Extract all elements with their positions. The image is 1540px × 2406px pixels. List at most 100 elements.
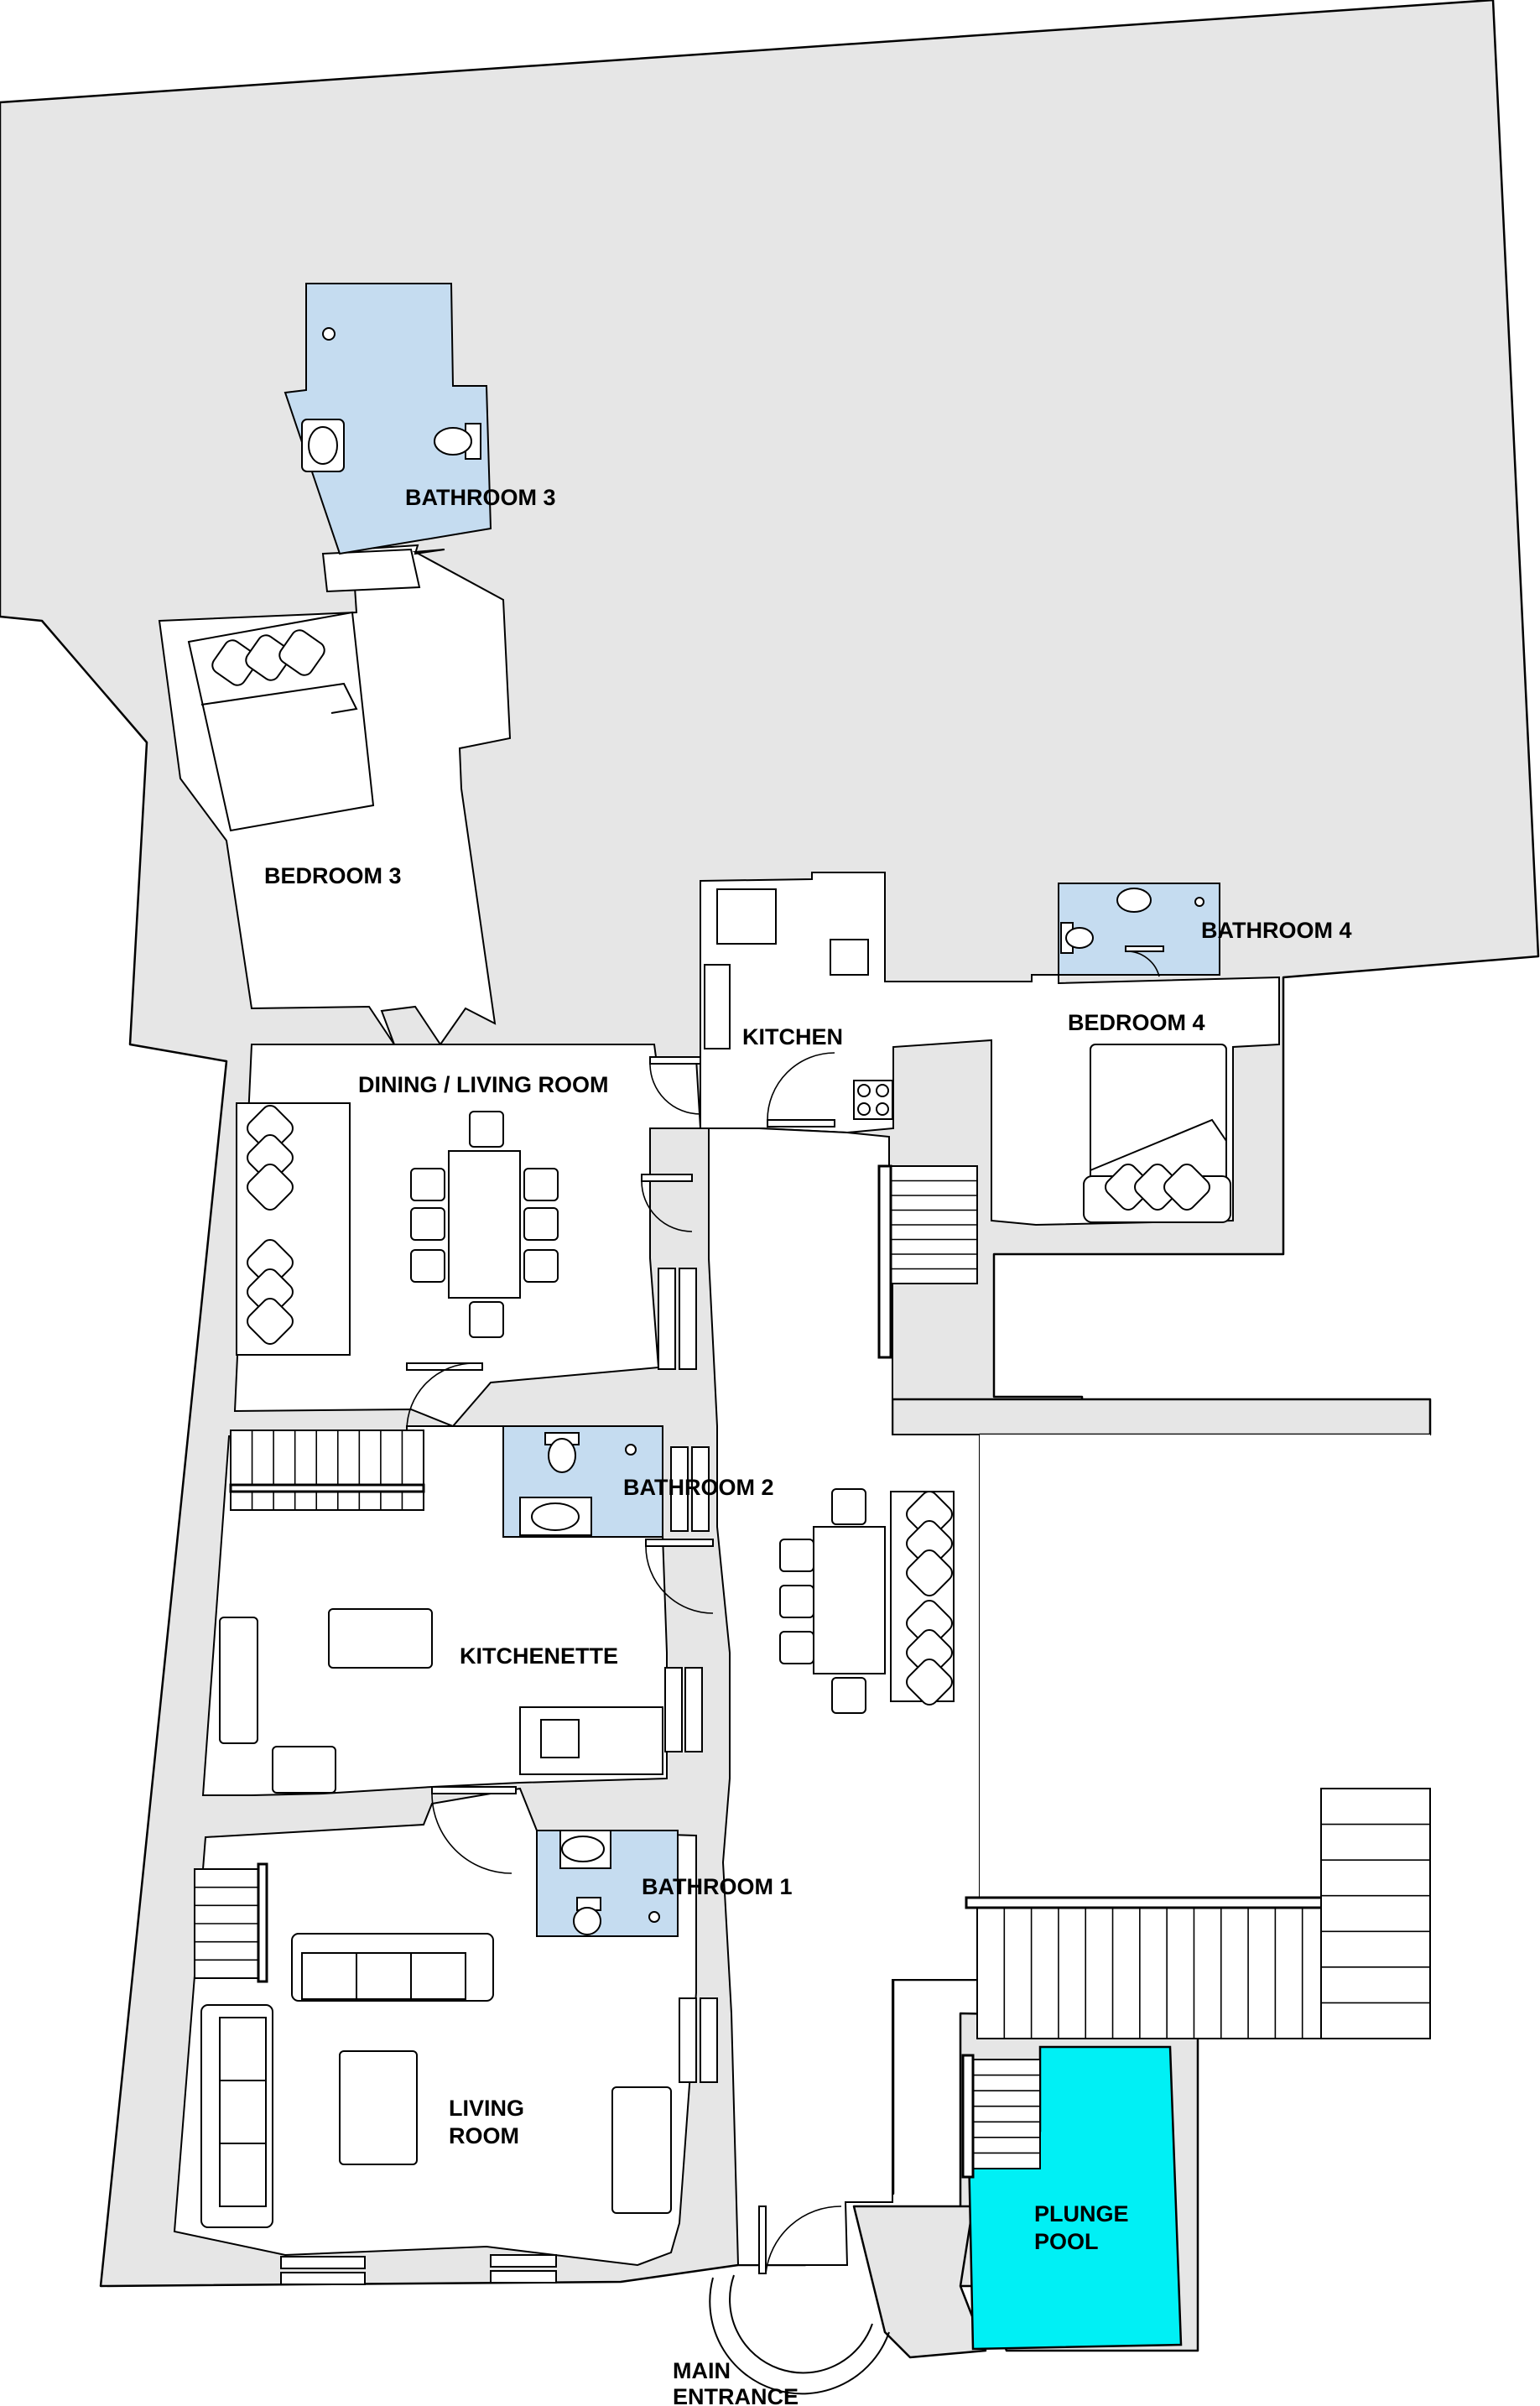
chair-icon: [779, 1539, 814, 1572]
windows: [280, 1268, 718, 2285]
chair-icon: [831, 1488, 866, 1525]
entrance-arch-inner: [729, 2274, 873, 2374]
pillow-icon: [1105, 1164, 1152, 1211]
pillow-icon: [247, 1239, 294, 1286]
label-pool-1: PLUNGE: [1034, 2201, 1129, 2226]
chair-icon: [779, 1631, 814, 1664]
window-icon: [490, 2270, 557, 2284]
staircase-icon: [1320, 1788, 1431, 2039]
dining-living-furniture: [236, 1102, 559, 1356]
staircase-icon: [229, 1430, 425, 1511]
chair-icon: [523, 1249, 559, 1283]
bathroom4-room: [1058, 883, 1220, 976]
door-icon: [431, 1786, 517, 1874]
label-kitchen: KITCHEN: [742, 1024, 843, 1049]
window-icon: [700, 1997, 718, 2083]
door-icon: [649, 1056, 701, 1115]
door-icon: [1125, 945, 1164, 977]
bedroom3-hall: [321, 548, 421, 593]
central-corridor: [658, 1127, 981, 2266]
chair-icon: [410, 1249, 445, 1283]
kitchen-fixtures: [704, 888, 893, 1120]
label-entrance-2: ENTRANCE: [673, 2384, 799, 2406]
label-bathroom3: BATHROOM 3: [405, 485, 556, 510]
doors: [406, 945, 1164, 2395]
label-bathroom4: BATHROOM 4: [1201, 918, 1352, 943]
pillow-icon: [278, 629, 325, 676]
pillow-icon: [245, 634, 292, 681]
pillow-icon: [906, 1659, 953, 1706]
bathroom3-room: [284, 283, 492, 555]
shower-icon: [1194, 897, 1204, 907]
label-kitchenette: KITCHENETTE: [460, 1643, 618, 1669]
pillow-icon: [1163, 1164, 1210, 1211]
side-table: [611, 2086, 672, 2214]
pillow-icon: [211, 639, 258, 686]
window-icon: [679, 1268, 697, 1370]
chair-icon: [523, 1168, 559, 1201]
staircase-icon: [877, 1164, 978, 1359]
pillow-icon: [1134, 1164, 1181, 1211]
coffee-table: [339, 2050, 418, 2165]
pillow-icon: [247, 1134, 294, 1181]
window-icon: [664, 1667, 683, 1752]
chair-icon: [779, 1585, 814, 1618]
chair-icon: [410, 1207, 445, 1241]
door-icon: [758, 2206, 842, 2274]
door-icon: [641, 1174, 693, 1232]
label-pool-2: POOL: [1034, 2229, 1099, 2254]
chair-icon: [469, 1111, 504, 1148]
bathroom1-fixtures: [559, 1830, 660, 1935]
kitchenette-furniture: [219, 1608, 663, 1794]
pillow-icon: [247, 1298, 294, 1345]
chair-icon: [410, 1168, 445, 1201]
staircases: [194, 1164, 1431, 2179]
window-icon: [658, 1268, 676, 1370]
label-entrance-1: MAIN: [673, 2358, 731, 2383]
dining-table-icon: [448, 1150, 521, 1299]
label-dining-living: DINING / LIVING ROOM: [358, 1072, 609, 1097]
label-living-2: ROOM: [449, 2123, 519, 2148]
door-icon: [645, 1539, 714, 1614]
window-icon: [280, 2256, 366, 2269]
pillow-icon: [906, 1520, 953, 1567]
chair-icon: [831, 1677, 866, 1714]
window-icon: [691, 1446, 710, 1532]
staircase-icon: [961, 2054, 1041, 2179]
door-icon: [767, 1052, 835, 1127]
window-icon: [670, 1446, 689, 1532]
living-room-furniture: [200, 1933, 672, 2228]
bathroom2-fixtures: [519, 1432, 637, 1536]
sink-icon: [1116, 888, 1152, 913]
dining-table-icon: [813, 1526, 886, 1674]
pillow-icon: [906, 1600, 953, 1647]
coffee-table: [328, 1608, 433, 1669]
bedroom4-furniture: [1060, 888, 1231, 1223]
label-bedroom3: BEDROOM 3: [264, 863, 402, 888]
door-icon: [406, 1362, 483, 1431]
label-bathroom1: BATHROOM 1: [642, 1874, 793, 1899]
terrace-furniture: [779, 1488, 955, 1714]
window-icon: [679, 1997, 697, 2083]
pillow-icon: [247, 1164, 294, 1211]
window-icon: [684, 1667, 703, 1752]
bench: [219, 1617, 258, 1744]
label-bedroom4: BEDROOM 4: [1068, 1010, 1205, 1035]
entrance-arch: [709, 2277, 890, 2395]
sink-icon: [830, 939, 869, 976]
pillow-icon: [247, 1268, 294, 1315]
sink-icon: [540, 1719, 580, 1758]
pillow-icon: [247, 1105, 294, 1152]
staircase-icon: [965, 1896, 1330, 2039]
bathroom3-fixtures: [301, 327, 481, 472]
bedroom3-furniture: [187, 611, 375, 832]
label-living-1: LIVING: [449, 2096, 524, 2121]
shower-icon: [625, 1444, 637, 1456]
fridge-icon: [716, 888, 777, 945]
window-icon: [280, 2272, 366, 2285]
counter: [704, 964, 731, 1049]
chair-icon: [523, 1207, 559, 1241]
label-bathroom2: BATHROOM 2: [623, 1475, 774, 1500]
staircase-icon: [194, 1862, 268, 1983]
